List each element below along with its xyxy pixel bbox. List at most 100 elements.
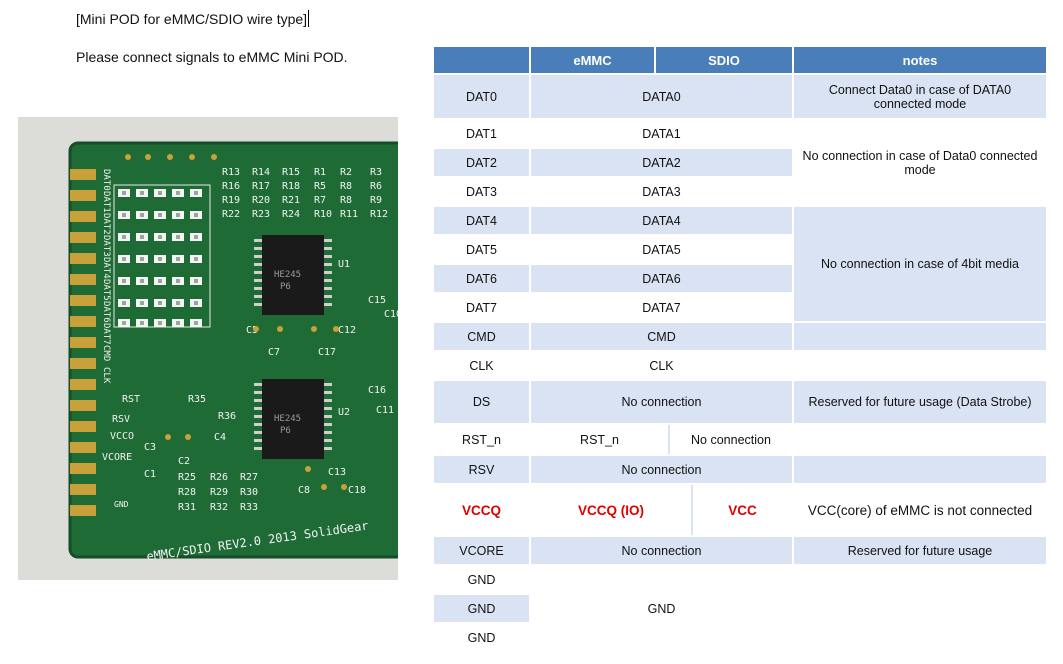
- table-row: DAT2 DATA2: [432, 147, 1047, 178]
- svg-text:R31: R31: [178, 502, 196, 513]
- component-labels: C5 C12 C7 C17 C15 C16 C11 U1 U2 C10 RST …: [102, 259, 398, 513]
- svg-text:C10: C10: [384, 309, 398, 320]
- svg-text:C3: C3: [144, 442, 156, 453]
- signal-cell: DAT5: [432, 234, 531, 265]
- svg-text:C15: C15: [368, 295, 386, 306]
- signal-cell: CMD: [432, 321, 531, 352]
- pcb-photo: DAT0 DAT1 DAT2 DAT3 DAT4 DAT5 DAT6 DAT7 …: [18, 117, 398, 580]
- split-value-cell: VCCQ (IO) VCC: [529, 483, 794, 537]
- svg-text:R20: R20: [252, 195, 270, 206]
- gold-edge-fingers: [70, 169, 96, 516]
- signal-cell: VCORE: [432, 535, 531, 566]
- pin-label: DAT2: [101, 213, 111, 235]
- signal-cell: DAT0: [432, 73, 531, 120]
- header-emmc: eMMC: [529, 45, 656, 75]
- svg-text:C13: C13: [328, 467, 346, 478]
- svg-text:R12: R12: [370, 209, 388, 220]
- value-cell: CLK: [529, 350, 794, 381]
- svg-text:R8: R8: [340, 195, 352, 206]
- header-notes: notes: [792, 45, 1048, 75]
- svg-text:R36: R36: [218, 411, 236, 422]
- note-cell: [792, 564, 1048, 653]
- pin-label-column: DAT0 DAT1 DAT2 DAT3 DAT4 DAT5 DAT6 DAT7 …: [101, 169, 111, 384]
- table-row: RSV No connection: [432, 454, 1048, 485]
- svg-text:R24: R24: [282, 209, 300, 220]
- sdio-value: VCC: [728, 502, 757, 518]
- svg-text:R21: R21: [282, 195, 300, 206]
- pcb-photo-drawing: DAT0 DAT1 DAT2 DAT3 DAT4 DAT5 DAT6 DAT7 …: [18, 117, 398, 580]
- signal-cell: DAT1: [432, 118, 531, 149]
- svg-text:R26: R26: [210, 472, 228, 483]
- svg-text:C7: C7: [268, 347, 280, 358]
- value-cell: DATA2: [529, 147, 794, 178]
- signal-cell: DAT7: [432, 292, 531, 323]
- svg-text:R25: R25: [178, 472, 196, 483]
- note-cell: Connect Data0 in case of DATA0 connected…: [792, 73, 1048, 120]
- svg-text:C2: C2: [178, 456, 190, 467]
- svg-text:C4: C4: [214, 432, 226, 443]
- svg-text:R3: R3: [370, 167, 382, 178]
- value-cell: No connection: [529, 454, 794, 485]
- table-row: VCCQ VCCQ (IO) VCC VCC(core) of eMMC is …: [432, 483, 1048, 537]
- svg-text:VCORE: VCORE: [102, 452, 132, 463]
- ic-chip-u1: HE245 P6: [254, 235, 332, 315]
- svg-text:R9: R9: [370, 195, 382, 206]
- note-cell: No connection in case of Data0 connected…: [792, 118, 1048, 207]
- note-cell: Reserved for future usage: [792, 535, 1048, 566]
- svg-text:R30: R30: [240, 487, 258, 498]
- svg-text:R5: R5: [314, 181, 326, 192]
- vias: [125, 154, 347, 490]
- signal-cell: CLK: [432, 350, 531, 381]
- table-row: DAT4 DATA4 No connection in case of 4bit…: [432, 205, 1048, 323]
- svg-text:GND: GND: [114, 500, 129, 509]
- emmc-value: RST_n: [531, 425, 670, 454]
- svg-text:R32: R32: [210, 502, 228, 513]
- svg-text:R10: R10: [314, 209, 332, 220]
- sdio-value: No connection: [691, 432, 771, 447]
- value-cell: DATA1: [529, 118, 794, 149]
- value-cell: GND: [529, 564, 794, 653]
- signal-cell: GND: [432, 622, 531, 653]
- svg-text:R15: R15: [282, 167, 300, 178]
- pin-label: DAT0: [101, 169, 111, 191]
- svg-text:P6: P6: [280, 282, 291, 292]
- table-row: DS No connection Reserved for future usa…: [432, 379, 1048, 425]
- svg-text:C8: C8: [298, 485, 310, 496]
- signal-cell: VCCQ: [432, 483, 531, 537]
- svg-text:P6: P6: [280, 426, 291, 436]
- svg-text:HE245: HE245: [274, 414, 301, 424]
- svg-text:R13: R13: [222, 167, 240, 178]
- instruction-text: Please connect signals to eMMC Mini POD.: [76, 49, 348, 65]
- svg-text:VCCO: VCCO: [110, 431, 134, 442]
- table-row: DAT0 DATA0 Connect Data0 in case of DATA…: [432, 73, 1048, 120]
- signal-cell: GND: [432, 564, 531, 595]
- note-cell: [792, 350, 1048, 381]
- svg-text:U2: U2: [338, 407, 350, 418]
- heading-text: [Mini POD for eMMC/SDIO wire type]: [76, 11, 308, 27]
- emmc-value: VCCQ (IO): [531, 485, 693, 535]
- svg-text:HE245: HE245: [274, 270, 301, 280]
- svg-text:C5: C5: [246, 325, 258, 336]
- signal-cell: RSV: [432, 454, 531, 485]
- svg-text:C17: C17: [318, 347, 336, 358]
- signal-cell: DS: [432, 379, 531, 425]
- table-row: RST_n RST_n No connection: [432, 423, 1048, 456]
- table-row: CLK CLK: [432, 350, 1048, 381]
- split-value-cell: RST_n No connection: [529, 423, 794, 456]
- value-cell: DATA5: [529, 234, 794, 265]
- table-row: GND: [432, 622, 1047, 653]
- table-row: DAT1 DATA1 No connection in case of Data…: [432, 118, 1048, 207]
- note-cell: [792, 454, 1048, 485]
- svg-text:R7: R7: [314, 195, 326, 206]
- signal-cell: DAT4: [432, 205, 531, 236]
- pin-label: CLK: [101, 367, 111, 384]
- svg-text:C11: C11: [376, 405, 394, 416]
- header-signal: [432, 45, 531, 75]
- svg-text:R27: R27: [240, 472, 258, 483]
- signal-cell: GND: [432, 593, 531, 624]
- table-row: DAT3 DATA3: [432, 176, 1047, 207]
- signal-cell: DAT6: [432, 263, 531, 294]
- signal-table: eMMC SDIO notes DAT0 DATA0 Connect Data0…: [432, 45, 1048, 653]
- value-cell: DATA7: [529, 292, 794, 323]
- header-sdio: SDIO: [654, 45, 794, 75]
